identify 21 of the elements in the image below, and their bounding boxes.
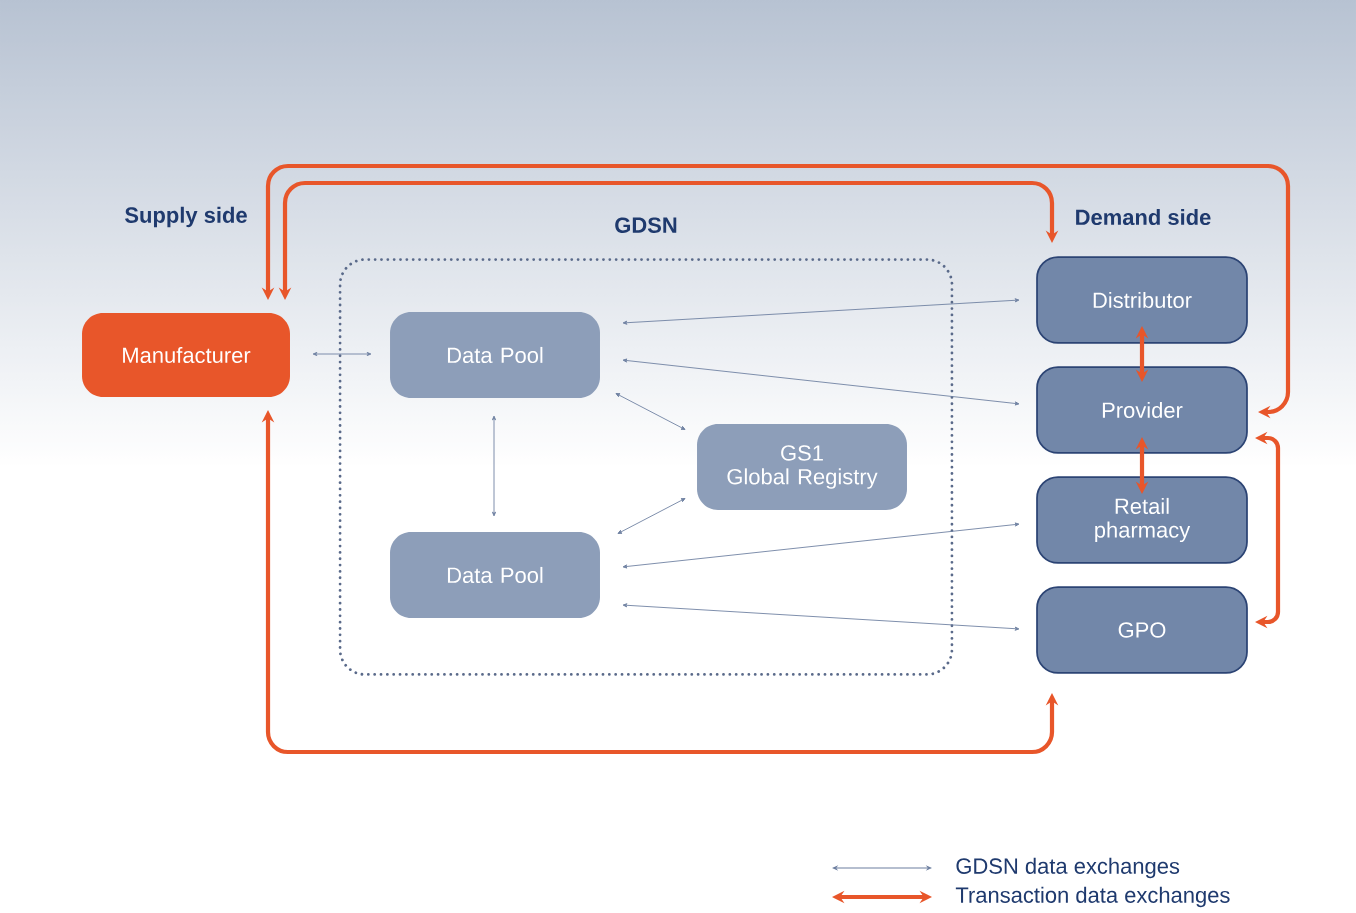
process-box: Data Pool bbox=[390, 312, 600, 398]
process-box: Retail pharmacy bbox=[1036, 476, 1248, 564]
legend-text: Transaction data exchanges bbox=[955, 886, 1230, 908]
arrow bbox=[312, 351, 372, 357]
arrow bbox=[491, 415, 497, 517]
arrow bbox=[622, 603, 1020, 631]
arrow bbox=[615, 393, 686, 430]
arrow bbox=[622, 358, 1020, 406]
section-heading: Supply side bbox=[125, 206, 247, 228]
arrow bbox=[622, 298, 1020, 325]
node-label: GDSN bbox=[615, 217, 677, 233]
process-box: GPO bbox=[1036, 586, 1248, 674]
process-box: Manufacturer bbox=[82, 313, 290, 397]
process-box: GS1 Global Registry bbox=[697, 424, 907, 510]
arrow bbox=[622, 522, 1020, 569]
process-box: Distributor bbox=[1036, 256, 1248, 344]
process-box: Data Pool bbox=[390, 532, 600, 618]
arrow bbox=[617, 498, 686, 534]
legend-text: GDSN data exchanges bbox=[956, 857, 1180, 879]
section-heading: Demand side bbox=[1076, 208, 1211, 226]
process-box: Provider bbox=[1036, 366, 1248, 454]
